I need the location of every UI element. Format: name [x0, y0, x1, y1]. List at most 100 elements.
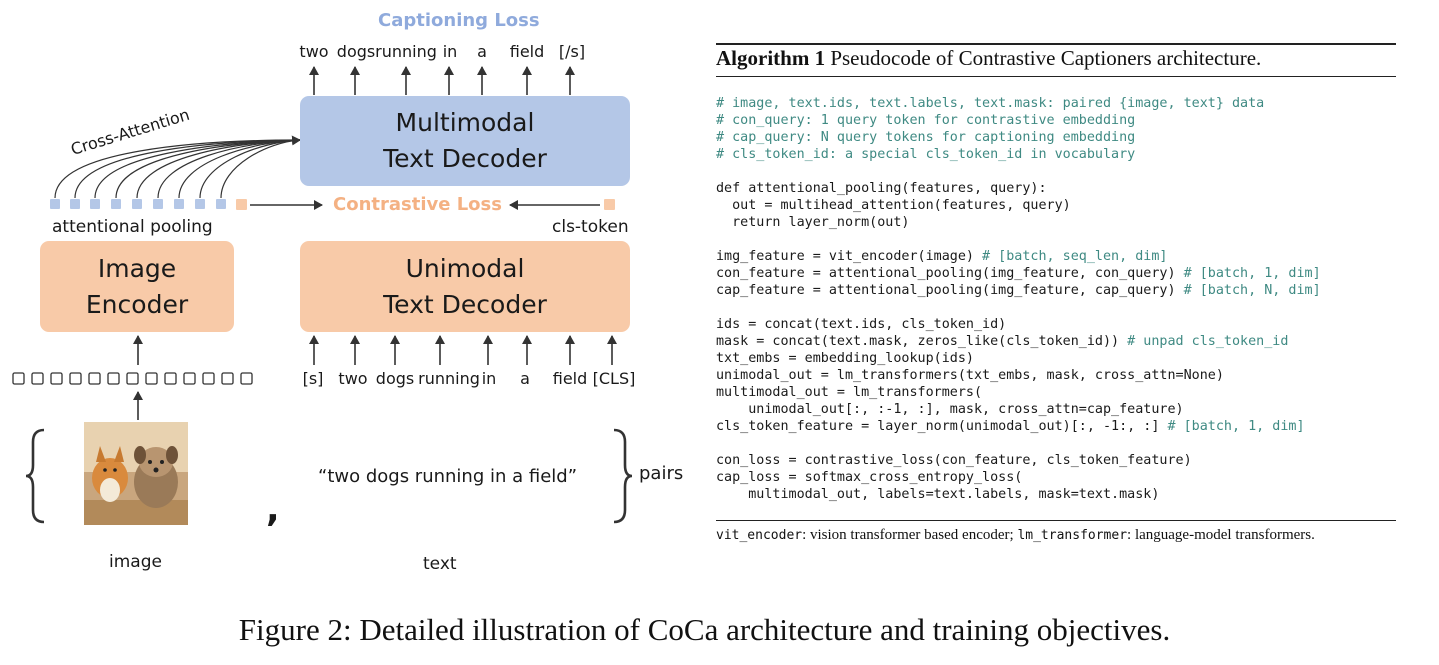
code-comment: # [batch, 1, dim] — [1167, 419, 1305, 434]
code-line: unimodal_out = lm_transformers(txt_embs,… — [716, 367, 1321, 384]
code-comment: # [batch, seq_len, dim] — [982, 249, 1168, 264]
unimodal-decoder-line2: Text Decoder — [383, 289, 547, 319]
code-line: unimodal_out[:, :-1, :], mask, cross_att… — [716, 401, 1321, 418]
pair-comma: , — [266, 489, 280, 530]
input-token: [CLS] — [592, 369, 636, 388]
figure-caption: Figure 2: Detailed illustration of CoCa … — [238, 612, 1171, 647]
contrastive-loss-label: Contrastive Loss — [333, 194, 502, 215]
algorithm-title-rule — [716, 76, 1396, 77]
contrastive-image-token — [236, 199, 247, 210]
code-line: con_feature = attentional_pooling(img_fe… — [716, 265, 1321, 282]
code-text: cap_loss = softmax_cross_entropy_loss( — [716, 470, 1023, 485]
footnote-term-vit-encoder: vit_encoder — [716, 528, 803, 543]
code-text: cap_feature = attentional_pooling(img_fe… — [716, 283, 1184, 298]
code-text: multimodal_out = lm_transformers( — [716, 385, 983, 400]
image-patch-tokens — [12, 372, 253, 385]
code-line: # image, text.ids, text.labels, text.mas… — [716, 95, 1321, 112]
pairs-label: pairs — [639, 463, 684, 484]
code-line: # cls_token_id: a special cls_token_id i… — [716, 146, 1321, 163]
code-comment: # cap_query: N query tokens for captioni… — [716, 130, 1136, 145]
cross-attention-curves — [54, 135, 301, 199]
code-text: con_loss = contrastive_loss(con_feature,… — [716, 453, 1192, 468]
code-comment: # con_query: 1 query token for contrasti… — [716, 113, 1136, 128]
attentional-pooling-label: attentional pooling — [52, 217, 213, 237]
code-line: cap_feature = attentional_pooling(img_fe… — [716, 282, 1321, 299]
code-text: def attentional_pooling(features, query)… — [716, 181, 1047, 196]
code-comment: # unpad cls_token_id — [1127, 334, 1289, 349]
image-label: image — [109, 552, 162, 572]
algorithm-bottom-rule — [716, 520, 1396, 521]
code-line: # con_query: 1 query token for contrasti… — [716, 112, 1321, 129]
code-line: img_feature = vit_encoder(image) # [batc… — [716, 248, 1321, 265]
pseudocode-block: # image, text.ids, text.labels, text.mas… — [716, 95, 1321, 503]
code-line: cls_token_feature = layer_norm(unimodal_… — [716, 418, 1321, 435]
input-token: in — [481, 369, 497, 388]
code-line: cap_loss = softmax_cross_entropy_loss( — [716, 469, 1321, 486]
architecture-diagram — [12, 66, 633, 525]
image-encoder-line1: Image — [97, 253, 177, 283]
pooled-query-tokens — [50, 199, 226, 209]
input-token: two — [338, 369, 368, 388]
code-text: cls_token_feature = layer_norm(unimodal_… — [716, 419, 1168, 434]
input-token-arrows — [309, 335, 617, 365]
image-encoder: Image Encoder — [40, 241, 234, 332]
captioning-loss-label: Captioning Loss — [378, 10, 540, 31]
code-text: txt_embs = embedding_lookup(ids) — [716, 351, 974, 366]
footnote-desc-1: : vision transformer based encoder; — [802, 527, 1018, 543]
pair-text: “two dogs running in a field” — [318, 466, 578, 487]
footnote-desc-2: : language-model transformers. — [1127, 527, 1315, 543]
code-line: # cap_query: N query tokens for captioni… — [716, 129, 1321, 146]
output-token: dogs — [336, 42, 376, 61]
right-brace — [613, 428, 633, 524]
code-text: mask = concat(text.mask, zeros_like(cls_… — [716, 334, 1128, 349]
multimodal-text-decoder: Multimodal Text Decoder — [300, 96, 630, 186]
output-token: running — [375, 42, 437, 61]
code-line: con_loss = contrastive_loss(con_feature,… — [716, 452, 1321, 469]
code-text: con_feature = attentional_pooling(img_fe… — [716, 266, 1184, 281]
algorithm-footnote: vit_encoder: vision transformer based en… — [716, 527, 1315, 544]
code-comment: # [batch, N, dim] — [1183, 283, 1321, 298]
code-text: ids = concat(text.ids, cls_token_id) — [716, 317, 1007, 332]
code-line — [716, 435, 1321, 452]
code-line: multimodal_out = lm_transformers( — [716, 384, 1321, 401]
output-token: two — [299, 42, 329, 61]
code-line: txt_embs = embedding_lookup(ids) — [716, 350, 1321, 367]
code-line: out = multihead_attention(features, quer… — [716, 197, 1321, 214]
text-label: text — [423, 554, 457, 574]
code-line: def attentional_pooling(features, query)… — [716, 180, 1321, 197]
image-encoder-line2: Encoder — [85, 289, 189, 319]
output-token: [/s] — [558, 42, 586, 61]
left-brace — [25, 428, 45, 524]
code-line — [716, 231, 1321, 248]
code-comment: # cls_token_id: a special cls_token_id i… — [716, 147, 1136, 162]
algorithm-top-rule — [716, 43, 1396, 45]
algorithm-title: Algorithm 1 Pseudocode of Contrastive Ca… — [716, 46, 1261, 71]
input-token: [s] — [302, 369, 324, 388]
algorithm-title-rest: Pseudocode of Contrastive Captioners arc… — [825, 46, 1262, 70]
code-line: multimodal_out, labels=text.labels, mask… — [716, 486, 1321, 503]
code-text: unimodal_out = lm_transformers(txt_embs,… — [716, 368, 1224, 383]
code-text: multimodal_out, labels=text.labels, mask… — [716, 487, 1160, 502]
algorithm-title-bold: Algorithm 1 — [716, 46, 826, 70]
output-token-arrows — [309, 66, 575, 95]
input-token: field — [552, 369, 588, 388]
code-comment: # [batch, 1, dim] — [1183, 266, 1321, 281]
unimodal-decoder-line1: Unimodal — [405, 253, 525, 283]
multimodal-decoder-line1: Multimodal — [395, 108, 535, 137]
code-text: img_feature = vit_encoder(image) — [716, 249, 983, 264]
input-token: a — [520, 369, 530, 388]
input-token: dogs — [375, 369, 415, 388]
dog-image — [84, 422, 188, 525]
code-line: ids = concat(text.ids, cls_token_id) — [716, 316, 1321, 333]
cls-token-square — [604, 199, 615, 210]
code-comment: # image, text.ids, text.labels, text.mas… — [716, 96, 1265, 111]
input-token: running — [418, 369, 480, 388]
code-line: return layer_norm(out) — [716, 214, 1321, 231]
code-line — [716, 299, 1321, 316]
cls-token-label: cls-token — [552, 217, 629, 237]
multimodal-decoder-line2: Text Decoder — [383, 144, 547, 173]
code-line — [716, 163, 1321, 180]
code-text: out = multihead_attention(features, quer… — [716, 198, 1071, 213]
unimodal-text-decoder: Unimodal Text Decoder — [300, 241, 630, 332]
code-text: return layer_norm(out) — [716, 215, 910, 230]
